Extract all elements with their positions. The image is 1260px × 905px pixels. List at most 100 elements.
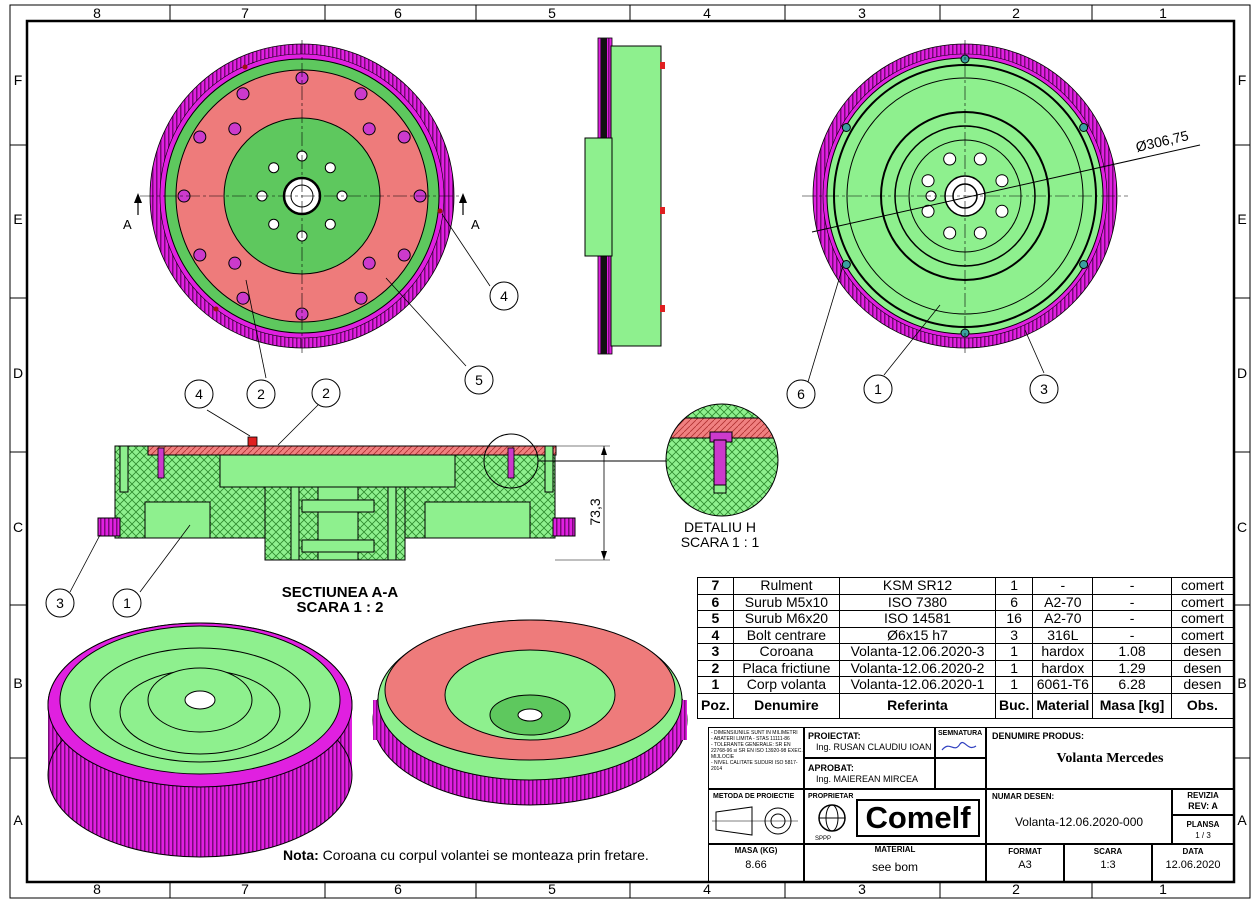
iso-view-right bbox=[372, 619, 688, 806]
tb-aprobat-name: Ing. MAIEREAN MIRCEA bbox=[816, 774, 919, 784]
balloon-label: 3 bbox=[1040, 381, 1048, 397]
bom-cell-obs: desen bbox=[1170, 643, 1235, 661]
bom-cell-name: Corp volanta bbox=[732, 676, 841, 694]
diameter-dimension: Ø306,75 bbox=[1134, 127, 1190, 155]
bom-cell-mass: - bbox=[1092, 626, 1172, 644]
bom-cell-name: Surub M5x10 bbox=[732, 593, 841, 611]
bolt-hole bbox=[362, 256, 376, 270]
tb-material-value: see bom bbox=[871, 860, 919, 874]
col-label: 1 bbox=[1159, 5, 1167, 21]
bom-cell-mat: 6061-T6 bbox=[1032, 676, 1094, 694]
detail-scale: SCARA 1 : 1 bbox=[681, 534, 760, 550]
bom-cell-ref: Ø6x15 h7 bbox=[839, 626, 996, 644]
note: Nota: Coroana cu corpul volantei se mont… bbox=[283, 847, 649, 863]
tb-format-value: A3 bbox=[1018, 859, 1032, 871]
height-dimension: 73,3 bbox=[587, 498, 603, 525]
bolt-hole bbox=[228, 122, 242, 136]
bom-cell-qty: 1 bbox=[994, 643, 1034, 661]
col-label: 6 bbox=[394, 5, 402, 21]
bom-cell-ref: Volanta-12.06.2020-3 bbox=[839, 643, 996, 661]
projection-symbol bbox=[712, 806, 798, 836]
bom-cell-mat: A2-70 bbox=[1032, 593, 1094, 611]
center-hole bbox=[943, 152, 957, 166]
bom-cell-mat: hardox bbox=[1032, 659, 1094, 677]
bom-cell-qty: 16 bbox=[994, 610, 1034, 628]
col-label: 8 bbox=[93, 881, 101, 897]
col-label: 6 bbox=[394, 881, 402, 897]
balloon-label: 4 bbox=[500, 288, 508, 304]
bom-cell-mat: hardox bbox=[1032, 643, 1094, 661]
detail-h: DETALIU H SCARA 1 : 1 bbox=[665, 403, 779, 550]
row-label: D bbox=[13, 365, 23, 381]
center-hole bbox=[324, 218, 336, 230]
col-label: 1 bbox=[1159, 881, 1167, 897]
section-mark-left: A bbox=[123, 217, 132, 232]
section-mark-right: A bbox=[471, 217, 480, 232]
bom-cell-obs: desen bbox=[1170, 676, 1235, 694]
bolt-hole bbox=[354, 291, 368, 305]
signature bbox=[941, 742, 977, 751]
balloon-label: 3 bbox=[56, 595, 64, 611]
tb-metoda-label: METODA DE PROIECTIE bbox=[713, 793, 795, 800]
company-logo-icon bbox=[818, 804, 846, 832]
tb-plansa-value: 1 / 3 bbox=[1195, 831, 1211, 840]
tb-numar-label: NUMAR DESEN: bbox=[992, 792, 1055, 801]
balloon bbox=[489, 281, 519, 311]
bom-cell-qty: 3 bbox=[994, 626, 1034, 644]
col-label: 3 bbox=[858, 5, 866, 21]
tb-note: - TOLERANTE GENERALE: SR EN 22768-96 si … bbox=[711, 742, 803, 760]
bom-cell-qty: 6 bbox=[994, 593, 1034, 611]
bom-header-ref: Referinta bbox=[839, 692, 996, 719]
tb-plansa-label: PLANSA bbox=[1186, 820, 1220, 829]
balloon-label: 4 bbox=[195, 386, 203, 402]
row-label: C bbox=[1237, 519, 1247, 535]
screw-head bbox=[1079, 260, 1089, 269]
bom-cell-ref: ISO 14581 bbox=[839, 610, 996, 628]
row-label: F bbox=[1238, 72, 1247, 88]
bom-cell-name: Bolt centrare bbox=[732, 626, 841, 644]
bolt-hole bbox=[228, 256, 242, 270]
bom-cell-qty: 1 bbox=[994, 659, 1034, 677]
section-title: SECTIUNEA A-A bbox=[282, 584, 399, 601]
bolt-hole bbox=[362, 122, 376, 136]
tb-revizia-label: REVIZIA bbox=[1187, 791, 1219, 800]
bom-cell-name: Surub M6x20 bbox=[732, 610, 841, 628]
bom-cell-pos: 6 bbox=[697, 593, 734, 611]
tb-format-label: FORMAT bbox=[1008, 847, 1042, 856]
bom-header-qty: Buc. bbox=[994, 692, 1034, 719]
row-label: A bbox=[13, 812, 23, 828]
tb-note: - ABATERI LIMITA - STAS 11111-86 bbox=[711, 736, 790, 742]
screw-head bbox=[841, 123, 851, 132]
col-label: 7 bbox=[241, 881, 249, 897]
tb-company: Comelf bbox=[865, 800, 971, 835]
bom-header-mat: Material bbox=[1032, 692, 1094, 719]
bom-cell-mass: 6.28 bbox=[1092, 676, 1172, 694]
tb-note: - DIMENSIUNILE SUNT IN MILIMETRI bbox=[711, 730, 798, 736]
bom-cell-pos: 2 bbox=[697, 659, 734, 677]
row-label: A bbox=[1237, 812, 1247, 828]
balloon bbox=[45, 588, 75, 618]
bom-cell-mat: - bbox=[1032, 577, 1094, 595]
center-hole bbox=[268, 162, 280, 174]
balloon bbox=[464, 365, 494, 395]
bom-cell-obs: comert bbox=[1170, 593, 1235, 611]
row-label: E bbox=[13, 211, 22, 227]
tb-masa-label: MASA (KG) bbox=[734, 846, 778, 855]
tb-semnatura-label: SEMNATURA bbox=[938, 730, 983, 737]
row-label: B bbox=[13, 675, 22, 691]
side-view bbox=[584, 37, 665, 355]
bom-cell-ref: KSM SR12 bbox=[839, 577, 996, 595]
col-label: 4 bbox=[703, 881, 711, 897]
tb-revizia-value: REV: A bbox=[1188, 801, 1218, 811]
balloon bbox=[786, 379, 816, 409]
bolt-hole bbox=[193, 130, 207, 144]
center-hole bbox=[995, 174, 1009, 188]
tb-denumire-label: DENUMIRE PRODUS: bbox=[992, 731, 1085, 741]
tb-scara-label: SCARA bbox=[1093, 847, 1123, 856]
bom-cell-ref: Volanta-12.06.2020-2 bbox=[839, 659, 996, 677]
note-text: Coroana cu corpul volantei se monteaza p… bbox=[319, 847, 649, 863]
tb-scara-value: 1:3 bbox=[1100, 859, 1116, 871]
